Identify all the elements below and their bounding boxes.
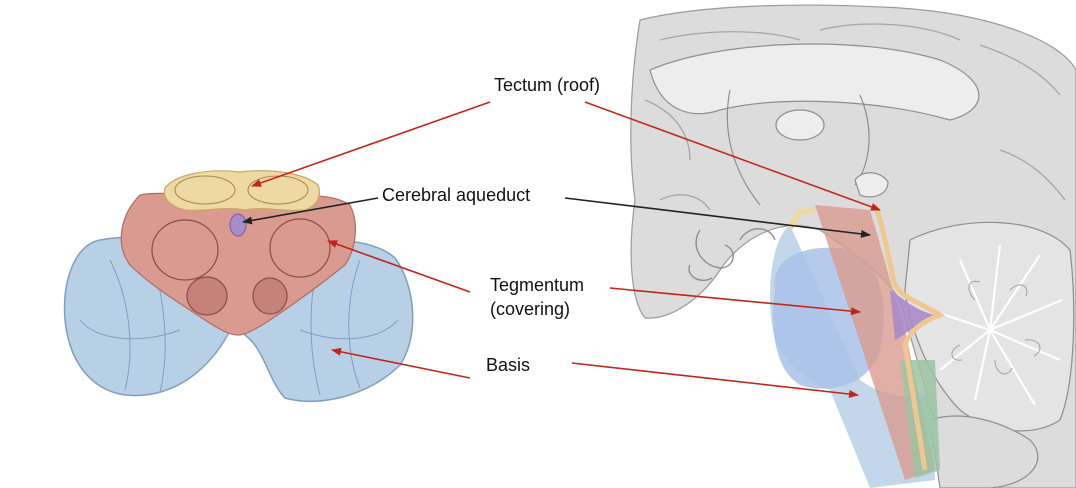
tectum-arrow-right <box>584 101 881 211</box>
cerebellum <box>904 221 1075 432</box>
basis-arrow-right <box>571 362 859 398</box>
tegmentum-sublabel: (covering) <box>490 299 571 319</box>
aqueduct-shape <box>229 213 247 237</box>
substantia-nigra-right <box>252 277 288 315</box>
tegmentum-arrow-left <box>327 240 471 293</box>
red-nucleus-right <box>269 218 331 278</box>
tegmentum-arrow-right <box>609 287 861 316</box>
brainstem-colored-regions <box>770 204 946 488</box>
red-nucleus-left <box>151 219 219 281</box>
brainstem-tectum-outline <box>872 204 946 471</box>
aqueduct-arrow-left <box>242 197 379 225</box>
tegmentum-label: Tegmentum <box>490 275 585 295</box>
tectum-arrow-left <box>251 101 491 187</box>
midbrain-cross-section <box>63 170 414 403</box>
brainstem-tegmentum-region <box>815 205 935 480</box>
tectum-label: Tectum (roof) <box>494 75 601 95</box>
tectum-region <box>163 170 321 212</box>
substantia-nigra-left <box>186 276 228 316</box>
cerebral-aqueduct-label: Cerebral aqueduct <box>382 185 531 205</box>
aqueduct-arrow-right <box>564 197 871 238</box>
basis-label: Basis <box>486 355 531 375</box>
colliculus-left <box>174 175 236 205</box>
basis-arrow-left <box>331 347 471 379</box>
corpus-callosum <box>649 43 980 121</box>
fourth-ventricle <box>890 290 935 340</box>
pointer-arrows <box>242 101 881 398</box>
thalamus <box>775 109 825 141</box>
